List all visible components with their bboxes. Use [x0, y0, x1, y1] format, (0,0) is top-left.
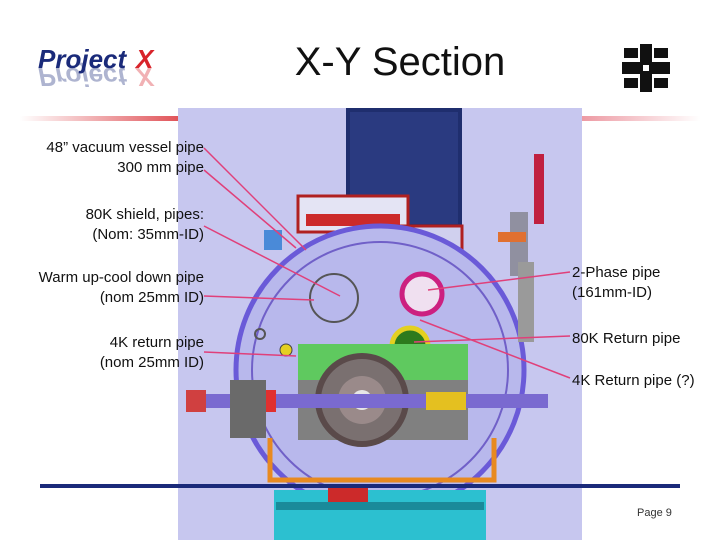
svg-text:X: X	[134, 44, 155, 74]
shield-pipes-label: 80K shield, pipes: (Nom: 35mm-ID)	[8, 205, 204, 245]
svg-text:X: X	[134, 62, 155, 92]
two-phase-pipe-label-line2: (161mm-ID)	[572, 284, 653, 301]
footer-rule	[40, 484, 680, 488]
project-x-logo: Project X Project X	[38, 44, 155, 92]
4k-return-pipe-label-line1: 4K return pipe	[109, 334, 204, 351]
two-phase-pipe-label-line1: 2-Phase pipe	[572, 264, 661, 281]
fermilab-logo-icon	[622, 44, 670, 92]
vacuum-vessel-label-line1: 48” vacuum vessel pipe	[46, 139, 204, 156]
4k-return-pipe-q-label: 4K Return pipe (?)	[572, 372, 695, 389]
shield-pipes-label-line1: 80K shield, pipes:	[85, 206, 204, 223]
vacuum-vessel-label: 48” vacuum vessel pipe 300 mm pipe	[8, 138, 204, 178]
80k-return-pipe-label: 80K Return pipe	[572, 330, 681, 347]
cryomodule-cross-section-figure	[178, 108, 582, 540]
warmup-cooldown-pipe-label-line2: (nom 25mm ID)	[99, 289, 204, 306]
page-number: Page 9	[637, 507, 672, 519]
shield-pipes-label-line2: (Nom: 35mm-ID)	[92, 226, 204, 243]
4k-return-pipe-label: 4K return pipe (nom 25mm ID)	[8, 333, 204, 373]
vacuum-vessel-label-line2: 300 mm pipe	[117, 159, 204, 176]
svg-text:Project: Project	[38, 44, 127, 74]
two-phase-pipe-label: 2-Phase pipe (161mm-ID)	[572, 263, 660, 303]
warmup-cooldown-pipe-label-line1: Warm up-cool down pipe	[38, 269, 204, 286]
warmup-cooldown-pipe-label: Warm up-cool down pipe (nom 25mm ID)	[0, 268, 204, 308]
4k-return-pipe-label-line2: (nom 25mm ID)	[99, 354, 204, 371]
slide-title: X-Y Section	[294, 40, 506, 84]
svg-text:Project: Project	[38, 62, 127, 92]
